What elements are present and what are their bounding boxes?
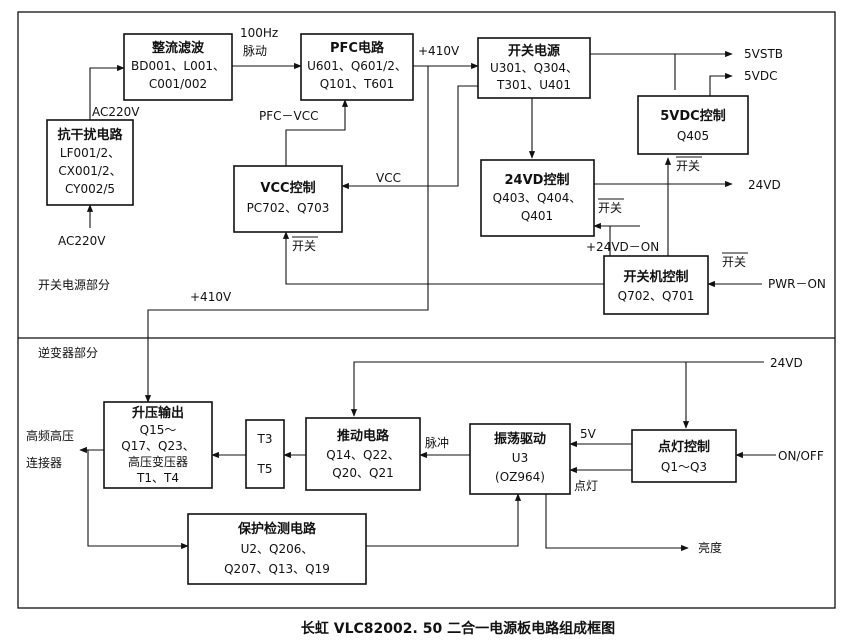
label-24vd-on: +24VD－ON [586, 240, 659, 254]
block-boost-output: 升压输出 Q15～ Q17、Q23、 高压变压器 T1、T4 [103, 401, 213, 489]
pfc-line1: U601、Q601/2、 [307, 59, 407, 73]
vdc5-output-wire [709, 72, 733, 96]
label-hv-connector-2: 连接器 [26, 455, 62, 470]
anti-interference-title: 抗干扰电路 [57, 127, 123, 143]
power-on-control-title: 开关机控制 [623, 269, 688, 285]
vcc-control-line1: PC702、Q703 [247, 201, 330, 215]
oscillator-title: 振荡驱动 [494, 431, 546, 447]
transformer-line1: T3 [257, 432, 273, 446]
lamp-control-title: 点灯控制 [658, 439, 710, 455]
boost-output-line3: 高压变压器 [128, 454, 188, 469]
label-410v-mid: +410V [190, 290, 232, 304]
block-switch-power: 开关电源 U301、Q304、 T301、U401 [477, 37, 591, 99]
label-switch-vcc: 开关 [292, 239, 316, 253]
driver-line2: Q20、Q21 [332, 466, 393, 480]
boost-output-line1: Q15～ [140, 423, 177, 437]
switch-power-title: 开关电源 [508, 43, 560, 59]
label-5vdc: 5VDC [744, 69, 777, 83]
label-ac220-lower: AC220V [58, 234, 106, 248]
label-vcc: VCC [376, 171, 401, 185]
label-brightness: 亮度 [698, 540, 722, 555]
block-rectifier: 整流滤波 BD001、L001、 C001/002 [123, 33, 233, 101]
power-on-control-line1: Q702、Q701 [618, 289, 695, 303]
block-transformer: T3 T5 [245, 419, 285, 489]
block-lamp-control: 点灯控制 Q1～Q3 [631, 429, 737, 483]
vdc5-control-title: 5VDC控制 [660, 108, 725, 124]
protection-line2: Q207、Q13、Q19 [224, 562, 330, 576]
switch-power-line2: T301、U401 [496, 78, 571, 92]
boost-output-line4: T1、T4 [136, 471, 179, 485]
transformer-line2: T5 [257, 462, 273, 476]
label-hv-connector-1: 高频高压 [26, 428, 74, 443]
pfc-title: PFC电路 [330, 40, 385, 56]
boost-output-title: 升压输出 [132, 405, 184, 421]
ac-to-rectifier-wire [89, 64, 125, 120]
protection-title: 保护检测电路 [237, 521, 317, 537]
label-24vd-out: 24VD [748, 178, 781, 192]
label-switch-5vdc: 开关 [676, 159, 700, 173]
protection-to-osc-wire [366, 493, 522, 547]
lamp-control-line1: Q1～Q3 [661, 460, 707, 474]
vd24-control-line1: Q403、Q404、 [493, 191, 582, 205]
label-24vd-in: 24VD [770, 356, 803, 370]
boost-output-line2: Q17、Q23、 [121, 439, 194, 453]
label-ac220-upper: AC220V [92, 105, 140, 119]
diagram-caption: 长虹 VLC82002. 50 二合一电源板电路组成框图 [301, 620, 615, 637]
protection-line1: U2、Q206、 [241, 542, 314, 556]
label-pulse: 脉冲 [425, 435, 449, 450]
section-power-label: 开关电源部分 [38, 277, 110, 292]
block-vcc-control: VCC控制 PC702、Q703 [233, 165, 343, 233]
brightness-to-osc-wire [545, 494, 686, 549]
oscillator-line1: U3 [512, 451, 528, 465]
block-pfc: PFC电路 U601、Q601/2、 Q101、T601 [300, 33, 414, 101]
vd24-control-title: 24VD控制 [505, 172, 570, 188]
block-power-on-control: 开关机控制 Q702、Q701 [603, 255, 709, 315]
rectifier-line1: BD001、L001、 [131, 59, 225, 73]
switch-to-vcc-wire [341, 85, 480, 190]
vd24-control-line2: Q401 [521, 209, 553, 223]
anti-interference-line1: LF001/2、 [60, 146, 120, 160]
driver-title: 推动电路 [337, 428, 390, 444]
vdc5-control-line1: Q405 [677, 129, 709, 143]
label-lamp-on: 点灯 [574, 479, 598, 493]
vcc-to-pfc-wire [285, 99, 349, 166]
switch-power-line1: U301、Q304、 [490, 61, 578, 75]
block-anti-interference: 抗干扰电路 LF001/2、 CX001/2、 CY002/5 [46, 119, 134, 206]
power-to-vcc-wire [282, 231, 604, 285]
block-driver: 推动电路 Q14、Q22、 Q20、Q21 [305, 417, 421, 491]
pfc-line2: Q101、T601 [320, 77, 395, 91]
label-pulse-drive: 脉动 [243, 43, 267, 58]
block-oscillator: 振荡驱动 U3 (OZ964) [469, 423, 571, 495]
block-5vdc-control: 5VDC控制 Q405 [637, 95, 749, 155]
label-pwr-on: PWR－ON [768, 277, 826, 291]
anti-interference-line3: CY002/5 [65, 182, 115, 196]
boost-to-protection-wire [87, 450, 189, 550]
anti-interference-line2: CX001/2、 [58, 164, 121, 178]
label-410v-top: +410V [418, 44, 460, 58]
block-protection: 保护检测电路 U2、Q206、 Q207、Q13、Q19 [187, 513, 367, 585]
block-24vd-control: 24VD控制 Q403、Q404、 Q401 [480, 159, 595, 237]
vd24-to-driver-wire [350, 361, 764, 417]
rectifier-line2: C001/002 [149, 77, 207, 91]
label-switch-24vd: 开关 [598, 201, 622, 215]
v410-to-boost-wire [144, 66, 429, 403]
vcc-control-title: VCC控制 [260, 180, 315, 196]
rectifier-title: 整流滤波 [151, 40, 205, 56]
label-5vstb: 5VSTB [744, 47, 783, 61]
label-on-off: ON/OFF [778, 449, 824, 463]
label-pfc-vcc: PFC－VCC [259, 109, 319, 123]
label-100hz: 100Hz [240, 26, 278, 40]
driver-line1: Q14、Q22、 [326, 448, 399, 462]
diagram-frame [17, 11, 836, 609]
oscillator-line2: (OZ964) [495, 470, 545, 484]
label-switch-power: 开关 [722, 255, 746, 269]
label-5v: 5V [580, 427, 597, 441]
section-inverter-label: 逆变器部分 [38, 345, 98, 360]
